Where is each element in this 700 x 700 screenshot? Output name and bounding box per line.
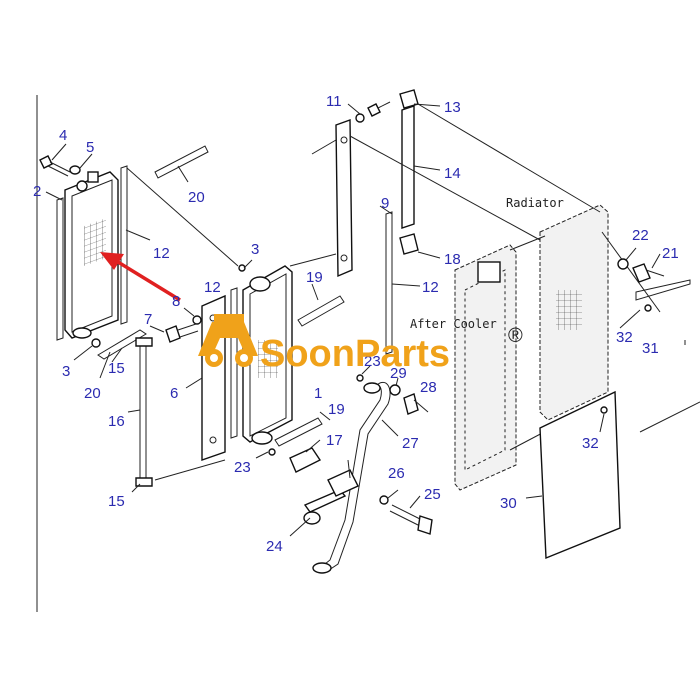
pipe-flange — [312, 562, 332, 574]
callout-26: 26 — [388, 465, 405, 482]
washer-22 — [617, 258, 629, 270]
clamp — [327, 469, 359, 497]
bolt-4 — [39, 155, 71, 177]
radiator-label: Radiator — [506, 196, 564, 210]
callout-3: 3 — [251, 241, 259, 258]
watermark-registered: ® — [508, 325, 523, 347]
callout-24: 24 — [266, 538, 283, 555]
highlight-arrow — [100, 252, 181, 302]
callout-17: 17 — [326, 432, 343, 449]
bolt-11 — [355, 101, 391, 123]
left-cooler-core — [64, 171, 119, 339]
washer-5 — [69, 165, 81, 175]
callout-3: 3 — [62, 363, 70, 380]
callout-16: 16 — [108, 413, 125, 430]
soonparts-watermark: SoonParts ® — [198, 314, 523, 375]
callout-32: 32 — [582, 435, 599, 452]
callout-23: 23 — [364, 353, 381, 370]
bar-15a — [97, 329, 147, 360]
bolt-21 — [632, 263, 665, 283]
callout-22: 22 — [632, 227, 649, 244]
seal-strip-left — [56, 197, 64, 341]
plate-13 — [399, 89, 419, 109]
bar-16 — [139, 341, 147, 483]
callout-11: 11 — [326, 93, 342, 110]
radiator-assembly — [454, 204, 609, 491]
callout-18: 18 — [444, 251, 461, 268]
center-cooler-core — [242, 265, 293, 445]
bolt-28 — [389, 384, 429, 415]
callout-32: 32 — [616, 329, 633, 346]
bolt-7 — [165, 323, 199, 343]
callout-23: 23 — [234, 459, 251, 476]
soonparts-logo-icon — [198, 314, 258, 367]
callout-15: 15 — [108, 360, 125, 377]
callout-21: 21 — [662, 245, 679, 262]
callout-15: 15 — [108, 493, 125, 510]
callout-30: 30 — [500, 495, 517, 512]
watermark-brand: SoonParts — [260, 333, 450, 375]
oring-3a — [238, 264, 246, 272]
block-17 — [289, 447, 322, 473]
strip-19b — [274, 417, 323, 447]
callout-19: 19 — [306, 269, 323, 286]
strip-20a — [154, 145, 209, 179]
callout-19: 19 — [328, 401, 345, 418]
callout-25: 25 — [424, 486, 441, 503]
callout-6: 6 — [170, 385, 178, 402]
callout-8: 8 — [172, 293, 180, 310]
callout-12: 12 — [204, 279, 221, 296]
callout-27: 27 — [402, 435, 419, 452]
bar-15b — [135, 477, 153, 487]
callout-4: 4 — [59, 127, 67, 144]
oring-3b — [91, 338, 101, 348]
callout-12: 12 — [422, 279, 439, 296]
callout-1: 1 — [314, 385, 322, 402]
strip-19a — [297, 295, 345, 327]
callout-29: 29 — [390, 365, 407, 382]
after-cooler-label: After Cooler — [410, 317, 497, 331]
oring-23b — [356, 374, 364, 382]
oring-23a — [268, 448, 276, 456]
callout-28: 28 — [420, 379, 437, 396]
callout-13: 13 — [444, 99, 461, 116]
callout-14: 14 — [444, 165, 461, 182]
callout-9: 9 — [381, 195, 389, 212]
cover-plate-30 — [539, 390, 621, 560]
callout-2: 2 — [33, 183, 41, 200]
callout-20: 20 — [188, 189, 205, 206]
cover-31 — [635, 279, 691, 301]
callout-12: 12 — [153, 245, 170, 262]
seal-strip-12b — [230, 287, 238, 439]
callout-5: 5 — [86, 139, 94, 156]
plate-14 — [401, 105, 415, 229]
callout-7: 7 — [144, 311, 152, 328]
bolt-25 — [379, 495, 433, 535]
washer-8 — [192, 315, 202, 325]
callout-31: 31 — [642, 340, 659, 357]
seal-strip-12a — [120, 165, 128, 325]
callout-20: 20 — [84, 385, 101, 402]
bar-16-top — [135, 337, 153, 347]
bracket-9 — [335, 119, 353, 278]
plate-18 — [399, 233, 419, 255]
